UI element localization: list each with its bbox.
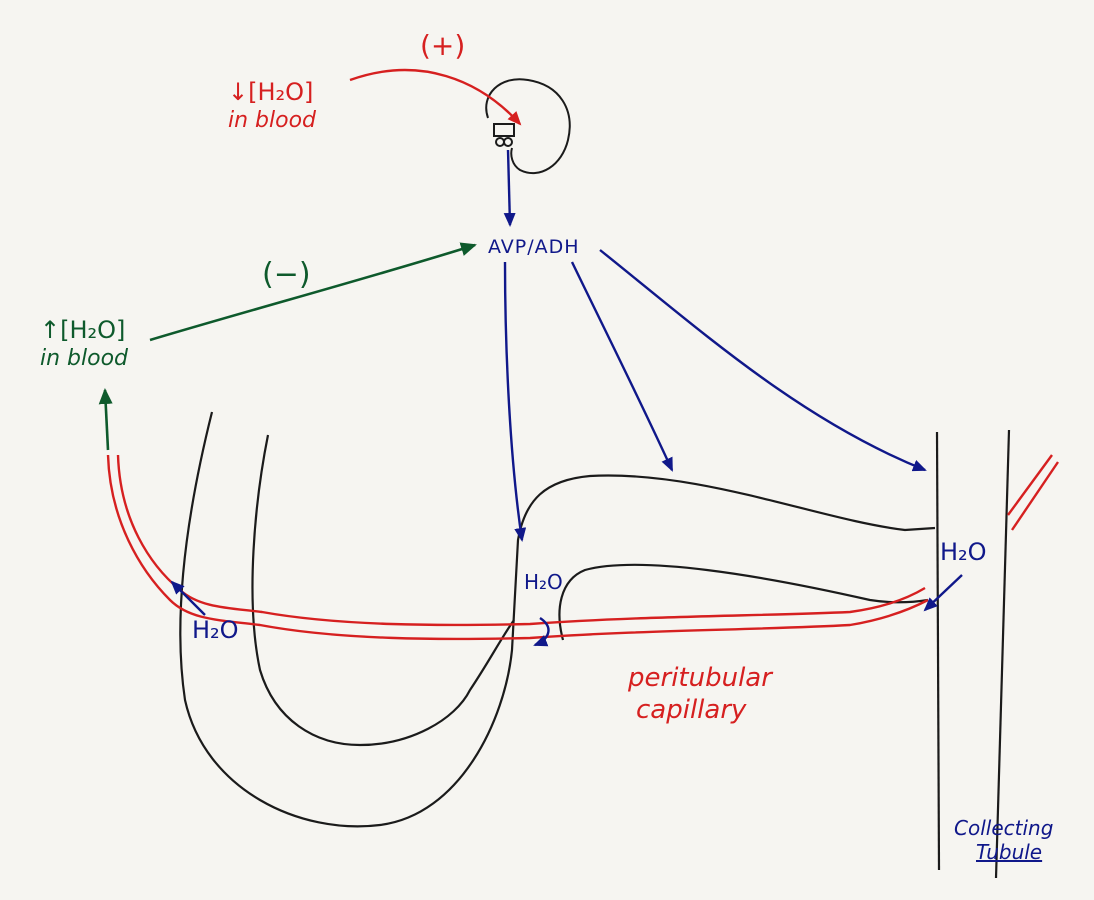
hormone-to-distal-tubule-arrow [570, 261, 674, 472]
water-middle-arrow [533, 617, 550, 647]
pituitary-gland-sketch [485, 78, 571, 175]
pituitary-to-hormone-arrow [503, 149, 516, 227]
decreased-water-line1: ↓[H₂O] [228, 78, 314, 106]
decreased-water-line2: in blood [228, 108, 317, 133]
peritubular-capillary-vessel [106, 454, 1059, 641]
collecting-tubule-wall-left [935, 431, 941, 871]
hormone-to-collecting-tubule-arrow [599, 249, 927, 472]
decreased-water-label: ↓[H₂O] in blood [228, 80, 316, 132]
collecting-tubule-line1: Collecting [954, 816, 1054, 840]
distal-tubule-lower-wall [558, 563, 929, 641]
water-right-arrow [923, 574, 963, 612]
capillary-label-line2: capillary [636, 695, 747, 725]
plus-sign-label: (+) [420, 29, 466, 62]
hormone-action-arrows [170, 149, 963, 647]
water-left-arrow [170, 580, 206, 616]
capillary-label-line1: peritubular [628, 663, 772, 693]
hormone-to-loop-arrow [503, 261, 527, 542]
water-left-label: H₂O [192, 616, 239, 644]
increased-water-label: ↑[H₂O] in blood [40, 318, 128, 370]
water-middle-label: H₂O [524, 570, 563, 594]
negative-feedback-arrow [149, 242, 477, 342]
hormone-label: AVP/ADH [488, 236, 580, 258]
feedback-arrows [98, 242, 477, 451]
increased-water-line1: ↑[H₂O] [40, 316, 126, 344]
increased-water-line2: in blood [40, 346, 129, 371]
loop-of-henle [179, 411, 936, 828]
stimulus-arrow [349, 68, 522, 126]
collecting-tubule-line2: Tubule [976, 840, 1043, 864]
collecting-tubule-label: Collecting Tubule [954, 818, 1053, 862]
minus-sign-label: (−) [262, 257, 311, 292]
capillary-to-blood-arrow [98, 388, 113, 451]
peritubular-capillary-label: peritubular capillary [628, 665, 772, 723]
collecting-tubule-wall-right [994, 429, 1011, 879]
water-right-label: H₂O [940, 538, 987, 566]
